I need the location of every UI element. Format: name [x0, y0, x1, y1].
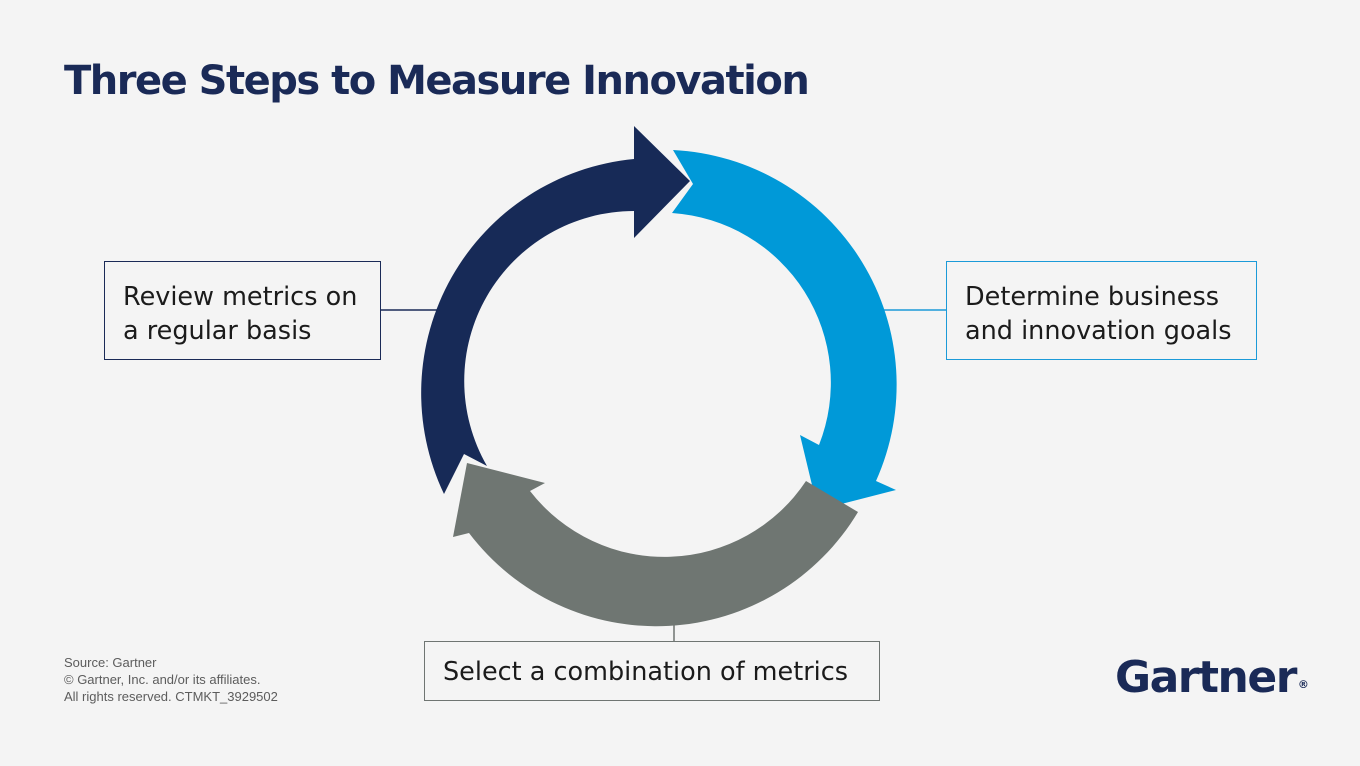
copyright-line: © Gartner, Inc. and/or its affiliates.: [64, 672, 261, 687]
source-note: Source: Gartner © Gartner, Inc. and/or i…: [64, 654, 278, 705]
registered-mark: ®: [1297, 678, 1309, 691]
step-review-line1: Review metrics on: [123, 282, 358, 312]
arrow-select-metrics: [453, 463, 858, 627]
step-review-line2: a regular basis: [123, 316, 312, 346]
page-title: Three Steps to Measure Innovation: [64, 58, 810, 104]
source-line: Source: Gartner: [64, 655, 157, 670]
step-goals-line1: Determine business: [965, 282, 1220, 312]
step-review-metrics: Review metrics on a regular basis: [104, 261, 381, 360]
step-determine-goals: Determine business and innovation goals: [946, 261, 1257, 360]
step-goals-line2: and innovation goals: [965, 316, 1232, 346]
logo-text: Gartner: [1115, 652, 1297, 703]
arrow-review-metrics: [421, 126, 690, 494]
gartner-logo: Gartner®: [1115, 652, 1309, 703]
step-select-label: Select a combination of metrics: [443, 657, 849, 687]
rights-line: All rights reserved. CTMKT_3929502: [64, 689, 278, 704]
step-select-metrics: Select a combination of metrics: [424, 641, 880, 701]
arrow-determine-goals: [672, 150, 897, 510]
